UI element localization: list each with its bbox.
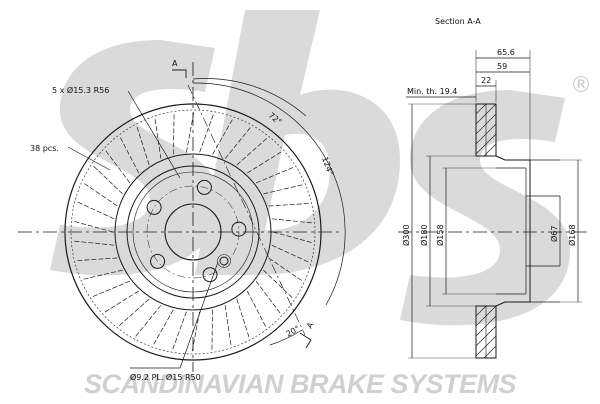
hub-outer-ring bbox=[126, 165, 260, 299]
bolt-hole bbox=[150, 253, 166, 269]
pin-hole bbox=[219, 256, 229, 266]
pin-hole-leader bbox=[130, 261, 219, 369]
section-marker-bottom-label: A bbox=[305, 320, 316, 330]
vane-line bbox=[246, 290, 267, 328]
vane-line bbox=[211, 309, 213, 351]
min-thickness-label: Min. th. 19.4 bbox=[407, 87, 457, 96]
angle-72-arc bbox=[192, 78, 307, 117]
bolt-holes bbox=[146, 179, 247, 283]
vane-line bbox=[91, 280, 131, 298]
disc-outer-rim bbox=[70, 109, 316, 355]
bolt-circle bbox=[146, 185, 240, 279]
section-marker-top-line bbox=[172, 69, 187, 78]
front-view bbox=[18, 62, 346, 372]
vanes-leader bbox=[67, 146, 111, 171]
vane-line bbox=[224, 305, 232, 346]
hat-profile bbox=[495, 155, 531, 307]
dia-168-label: Ø168 bbox=[567, 224, 577, 246]
vane-line bbox=[103, 290, 139, 313]
section-cut-line bbox=[187, 84, 306, 336]
section-title: Section A-A bbox=[435, 17, 481, 26]
angle-20-label: 20° bbox=[285, 324, 302, 339]
friction-inner-edge bbox=[114, 153, 272, 311]
dia-180-label: Ø180 bbox=[419, 224, 429, 246]
watermark-tagline: SCANDINAVIAN BRAKE SYSTEMS bbox=[84, 369, 517, 399]
vane-line bbox=[134, 305, 162, 338]
section-marker-top-label: A bbox=[172, 59, 178, 68]
registered-mark: ® bbox=[570, 73, 592, 98]
bolt-holes-label: 5 x Ø15.3 R56 bbox=[52, 85, 109, 95]
dia-300-label: Ø300 bbox=[401, 224, 411, 246]
bolt-hole bbox=[196, 179, 212, 195]
dim-65-6-label: 65.6 bbox=[497, 48, 515, 57]
bolt-hole bbox=[146, 199, 162, 215]
bolt-hole bbox=[231, 221, 247, 237]
angle-20-arc bbox=[269, 329, 303, 346]
vanes-label: 38 pcs. bbox=[30, 144, 59, 153]
vane-line bbox=[255, 280, 281, 315]
vane-line bbox=[76, 201, 115, 220]
vane-line bbox=[268, 203, 310, 207]
dia-158-label: Ø158 bbox=[435, 224, 445, 246]
vane-line bbox=[92, 165, 123, 195]
angle-124-arc bbox=[192, 82, 346, 306]
vane-line bbox=[83, 182, 118, 207]
bolt-hole bbox=[202, 267, 218, 283]
pin-hole-outer bbox=[217, 254, 231, 268]
hub-inner-ring bbox=[132, 171, 254, 293]
pin-hole-label: Ø9.2 PL. Ø15 R50 bbox=[130, 372, 201, 382]
vane-line bbox=[152, 309, 174, 346]
section-view bbox=[398, 50, 590, 359]
bolt-holes-leader bbox=[127, 90, 181, 179]
dim-22-label: 22 bbox=[481, 76, 491, 85]
dia-67-label: Ø67 bbox=[549, 226, 559, 242]
center-bore bbox=[164, 203, 222, 261]
vane-line bbox=[172, 311, 187, 351]
sbs-watermark-logo bbox=[50, 10, 570, 326]
vane-line bbox=[118, 298, 150, 327]
vane-line bbox=[236, 298, 250, 339]
disc-outer-edge bbox=[64, 103, 322, 361]
section-marker-bottom-line bbox=[299, 332, 312, 349]
vane-line bbox=[199, 113, 214, 153]
dim-59-label: 59 bbox=[497, 62, 507, 71]
